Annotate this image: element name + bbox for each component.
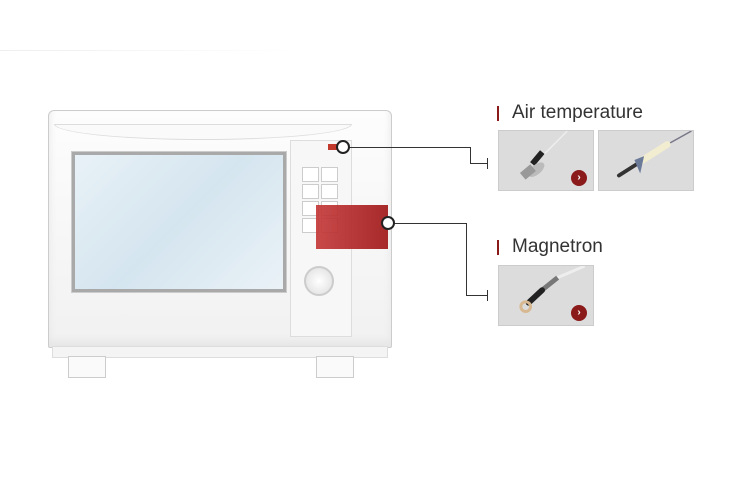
section-marker	[497, 240, 499, 255]
oven-foot	[68, 356, 106, 378]
section-title-magnetron: Magnetron	[512, 236, 603, 257]
magnetron-highlight	[316, 205, 388, 249]
hotspot-air-temperature[interactable]	[336, 140, 350, 154]
view-arrow-icon[interactable]: ›	[571, 305, 587, 321]
view-arrow-icon[interactable]: ›	[571, 170, 587, 186]
connector-line	[470, 147, 471, 163]
oven-foot	[316, 356, 354, 378]
product-thumb-probe-sensor[interactable]	[598, 130, 694, 191]
connector-line	[470, 163, 487, 164]
hotspot-magnetron[interactable]	[381, 216, 395, 230]
connector-line	[394, 223, 466, 224]
air-temp-sensor-marker	[328, 144, 340, 150]
product-thumb-ring-terminal-sensor[interactable]: ›	[498, 264, 594, 326]
divider	[0, 50, 300, 51]
connector-tick	[487, 290, 488, 301]
connector-line	[466, 295, 487, 296]
section-marker	[497, 106, 499, 121]
product-thumb-flange-sensor[interactable]: ›	[498, 130, 594, 191]
connector-tick	[487, 158, 488, 169]
connector-line	[349, 147, 470, 148]
control-knob	[304, 266, 334, 296]
oven-base	[52, 346, 388, 358]
oven-window	[72, 152, 286, 292]
section-title-air-temperature: Air temperature	[512, 102, 643, 123]
connector-line	[466, 223, 467, 295]
